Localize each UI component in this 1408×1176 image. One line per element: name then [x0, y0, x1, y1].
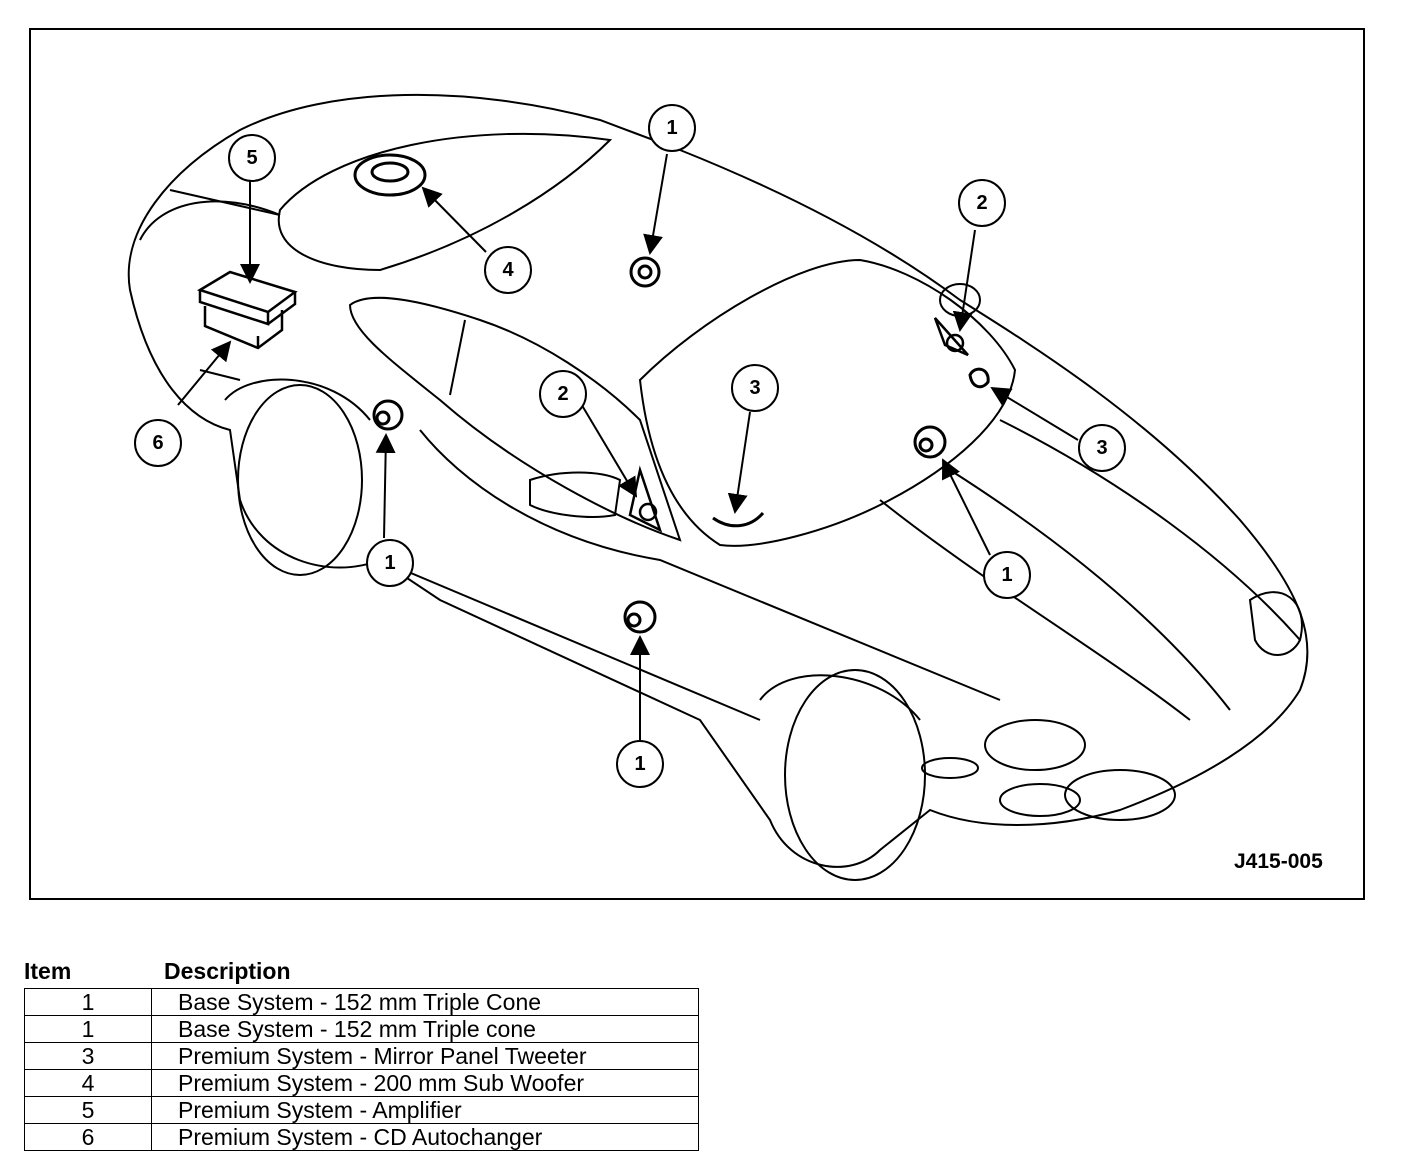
callout-label: 6 — [152, 432, 163, 454]
tweeter-dash-right — [968, 367, 990, 389]
legend-description: Premium System - Amplifier — [151, 1096, 699, 1124]
legend-item: 3 — [24, 1042, 152, 1070]
callout-label: 1 — [384, 552, 395, 574]
legend-item: 1 — [24, 1015, 152, 1043]
callout-label: 3 — [1096, 437, 1107, 459]
legend-description: Base System - 152 mm Triple cone — [151, 1015, 699, 1043]
callout-label: 5 — [246, 147, 257, 169]
legend-description: Base System - 152 mm Triple Cone — [151, 988, 699, 1016]
speaker-door-left — [623, 600, 657, 634]
callout-label: 2 — [976, 192, 987, 214]
car-speaker-diagram: 5 6 4 1 2 2 3 3 1 1 1 — [127, 93, 1309, 881]
legend-description: Premium System - 200 mm Sub Woofer — [151, 1069, 699, 1097]
legend-row: 4 Premium System - 200 mm Sub Woofer — [24, 1069, 699, 1097]
callout-label: 1 — [634, 753, 645, 775]
legend-table: 1 Base System - 152 mm Triple Cone 1 Bas… — [24, 988, 699, 1151]
speaker-rear-deck — [629, 256, 661, 288]
callout-label: 1 — [1001, 564, 1012, 586]
callout-label: 1 — [666, 117, 677, 139]
legend-header-description: Description — [164, 958, 291, 984]
callout-circles — [134, 104, 1126, 788]
legend-row: 1 Base System - 152 mm Triple cone — [24, 1015, 699, 1043]
legend-row: 5 Premium System - Amplifier — [24, 1096, 699, 1124]
legend-item: 4 — [24, 1069, 152, 1097]
legend-row: 3 Premium System - Mirror Panel Tweeter — [24, 1042, 699, 1070]
cd-autochanger-amplifier — [196, 270, 298, 350]
tweeter-dash-left — [712, 511, 765, 528]
figure-frame — [29, 28, 1365, 900]
legend-item: 1 — [24, 988, 152, 1016]
speaker-door-right — [913, 425, 947, 459]
legend-row: 1 Base System - 152 mm Triple Cone — [24, 988, 699, 1016]
legend-description: Premium System - Mirror Panel Tweeter — [151, 1042, 699, 1070]
legend-header: Item Description — [24, 958, 699, 988]
tweeter-mirror-panel-left — [628, 465, 663, 533]
sub-woofer — [353, 153, 427, 197]
callout-label: 2 — [557, 383, 568, 405]
figure-code: J415-005 — [1234, 850, 1323, 873]
legend-item: 6 — [24, 1123, 152, 1151]
speaker-rear-side — [372, 399, 404, 431]
tweeter-mirror-panel-right — [933, 317, 969, 357]
callout-label: 4 — [502, 259, 514, 281]
legend-row: 6 Premium System - CD Autochanger — [24, 1123, 699, 1151]
legend: Item Description 1 Base System - 152 mm … — [24, 958, 699, 1151]
legend-description: Premium System - CD Autochanger — [151, 1123, 699, 1151]
legend-item: 5 — [24, 1096, 152, 1124]
callout-label: 3 — [749, 377, 760, 399]
legend-header-item: Item — [24, 958, 72, 984]
car-outline — [127, 93, 1309, 881]
leader-arrows — [177, 153, 1079, 740]
